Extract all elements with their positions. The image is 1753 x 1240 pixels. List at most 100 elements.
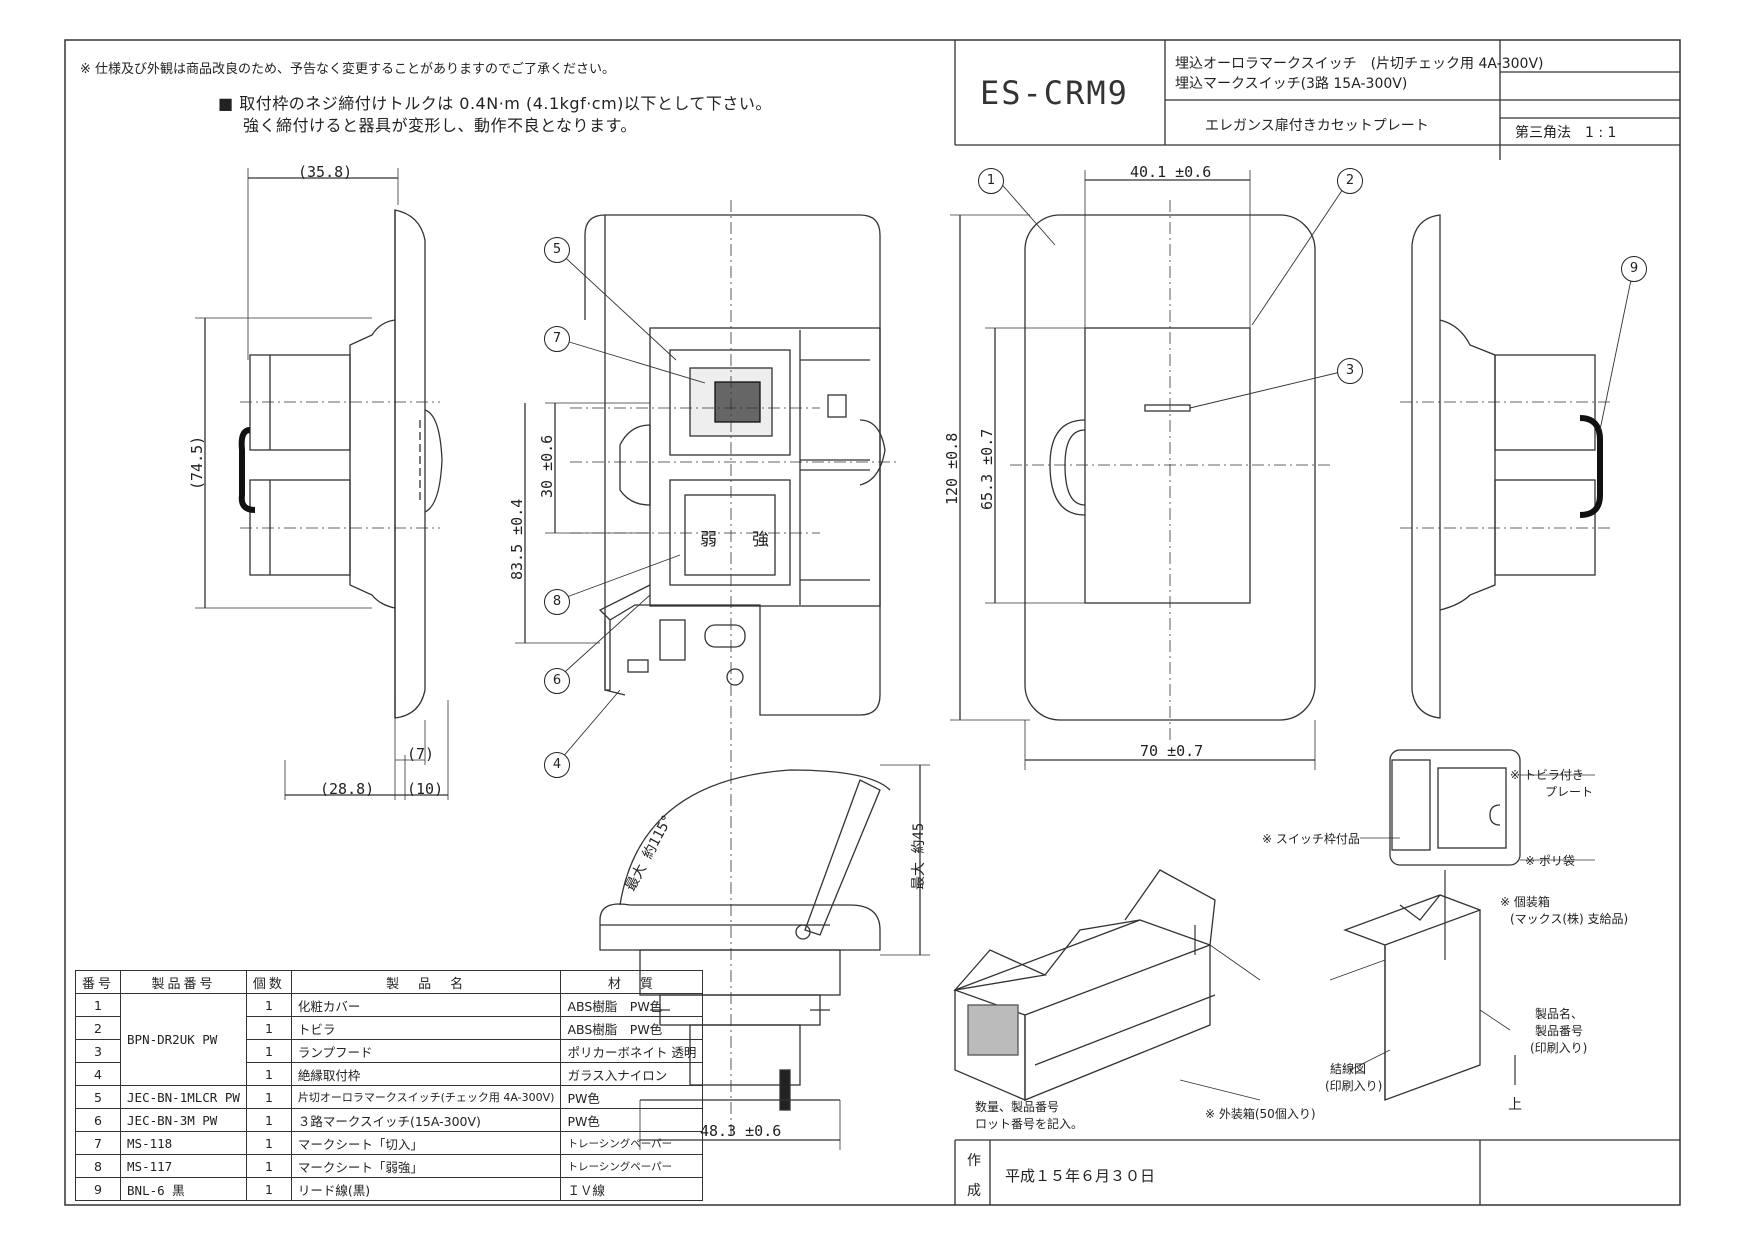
row-part-number: MS-117 — [120, 1154, 247, 1178]
row-number: 3 — [74, 1039, 122, 1063]
header-number: 番号 — [74, 970, 122, 994]
wiring-note-1: 結線図 — [1330, 1062, 1367, 1076]
row-quantity: 1 — [245, 1062, 292, 1086]
balloon-6: 6 — [544, 668, 570, 694]
row-quantity: 1 — [245, 1039, 292, 1063]
product-name-note-3: (印刷入り) — [1530, 1041, 1588, 1055]
creation-date: 平成１５年６月３０日 — [1005, 1167, 1156, 1185]
row-quantity: 1 — [245, 993, 292, 1017]
individual-box-note-2: (マックス(株) 支給品) — [1510, 912, 1629, 926]
front-view-closed — [950, 170, 1350, 770]
row-number: 6 — [74, 1108, 122, 1132]
row-part-number: BNL-6 黒 — [120, 1177, 247, 1201]
front-view-open — [515, 200, 900, 1140]
row-product-name: トビラ — [290, 1016, 562, 1040]
plate-note-2: プレート — [1545, 785, 1594, 799]
made-label-1: 作 — [967, 1153, 981, 1169]
row-product-name: ３路マークスイッチ(15A-300V) — [290, 1108, 562, 1132]
balloon-2: 2 — [1337, 168, 1363, 194]
row-product-name: 絶縁取付枠 — [290, 1062, 562, 1086]
torque-note-line2: 強く締付けると器具が変形し、動作不良となります。 — [243, 116, 637, 135]
row-quantity: 1 — [245, 1131, 292, 1155]
wiring-note-2: (印刷入り) — [1325, 1079, 1383, 1093]
table-row: 4 1 絶縁取付枠 ガラス入ナイロン — [74, 1062, 704, 1086]
header-material: 材 質 — [560, 970, 704, 994]
header-product-name: 製 品 名 — [290, 970, 562, 994]
disclaimer-note: ※ 仕様及び外観は商品改良のため、予告なく変更することがありますのでご了承くださ… — [80, 62, 616, 77]
row-quantity: 1 — [245, 1108, 292, 1132]
model-number: ES-CRM9 — [980, 74, 1129, 112]
table-row: 8 MS-117 1 マークシート「弱強」 トレーシングペーパー — [74, 1154, 704, 1178]
outer-box-note: ※ 外装箱(50個入り) — [1205, 1107, 1316, 1121]
product-description-1: 埋込オーロラマークスイッチ (片切チェック用 4A-300V) — [1175, 56, 1544, 72]
frame-note: ※ スイッチ枠付品 — [1262, 832, 1360, 846]
title-block-lines — [954, 40, 1680, 1205]
balloon-3: 3 — [1337, 358, 1363, 384]
row-product-name: マークシート「切入」 — [290, 1131, 562, 1155]
table-row: 6 JEC-BN-3M PW 1 ３路マークスイッチ(15A-300V) PW色 — [74, 1108, 704, 1132]
parts-table-header: 番号 製品番号 個数 製 品 名 材 質 — [74, 970, 704, 994]
torque-note-line1: ■ 取付枠のネジ締付けトルクは 0.4N·m (4.1kgf·cm)以下として下… — [218, 94, 772, 113]
table-row: 9 BNL-6 黒 1 リード線(黒) ＩＶ線 — [74, 1177, 704, 1201]
row-product-name: マークシート「弱強」 — [290, 1154, 562, 1178]
parts-table: 番号 製品番号 個数 製 品 名 材 質 1 BPN-DR2UK PW 1 化粧… — [74, 970, 704, 1201]
row-part-number: BPN-DR2UK PW — [120, 993, 247, 1086]
row-material: PW色 — [560, 1108, 704, 1132]
switch-label-weak: 弱 — [700, 530, 717, 550]
header-quantity: 個数 — [245, 970, 292, 994]
sheet-border — [64, 39, 1681, 1206]
dim-10: (10) — [407, 780, 444, 798]
plate-name: エレガンス扉付きカセットプレート — [1205, 118, 1429, 134]
row-number: 2 — [74, 1016, 122, 1040]
product-name-note-2: 製品番号 — [1535, 1024, 1584, 1038]
row-product-name: 片切オーロラマークスイッチ(チェック用 4A-300V) — [290, 1085, 562, 1109]
row-quantity: 1 — [245, 1085, 292, 1109]
balloon-9: 9 — [1621, 256, 1647, 282]
made-label-2: 成 — [967, 1183, 981, 1199]
balloon-5: 5 — [544, 237, 570, 263]
row-quantity: 1 — [245, 1154, 292, 1178]
dim-45: 最大 約45 — [911, 822, 927, 890]
individual-box-note: ※ 個装箱 — [1500, 895, 1550, 909]
up-mark: 上 — [1508, 1097, 1522, 1113]
dim-48-3: 48.3 ±0.6 — [700, 1122, 782, 1140]
switch-label-strong: 強 — [752, 530, 769, 550]
row-part-number: JEC-BN-3M PW — [120, 1108, 247, 1132]
row-part-number: JEC-BN-1MLCR PW — [120, 1085, 247, 1109]
balloon-4: 4 — [544, 752, 570, 778]
row-product-name: ランプフード — [290, 1039, 562, 1063]
projection-scale: 第三角法 1 : 1 — [1515, 125, 1617, 141]
header-part-number: 製品番号 — [120, 970, 247, 994]
row-material: トレーシングペーパー — [560, 1131, 704, 1155]
balloon-1: 1 — [978, 168, 1004, 194]
bag-note: ※ ポリ袋 — [1525, 854, 1575, 868]
row-number: 8 — [74, 1154, 122, 1178]
dim-70: 70 ±0.7 — [1140, 742, 1204, 760]
side-view-left — [195, 168, 449, 800]
dim-65-3: 65.3 ±0.7 — [978, 428, 996, 510]
row-material: PW色 — [560, 1085, 704, 1109]
dim-83-5: 83.5 ±0.4 — [508, 498, 526, 580]
table-row: 7 MS-118 1 マークシート「切入」 トレーシングペーパー — [74, 1131, 704, 1155]
row-material: ポリカーボネイト 透明 — [560, 1039, 704, 1063]
product-name-note-1: 製品名、 — [1535, 1007, 1584, 1021]
row-part-number: MS-118 — [120, 1131, 247, 1155]
row-number: 5 — [74, 1085, 122, 1109]
row-material: ＩＶ線 — [560, 1177, 704, 1201]
dim-35-8: (35.8) — [298, 163, 353, 181]
row-number: 9 — [74, 1177, 122, 1201]
dim-40-1: 40.1 ±0.6 — [1130, 163, 1212, 181]
dim-28-8: (28.8) — [320, 780, 375, 798]
balloon-7: 7 — [544, 326, 570, 352]
plate-note: ※ トビラ付き — [1510, 768, 1584, 782]
table-row: 5 JEC-BN-1MLCR PW 1 片切オーロラマークスイッチ(チェック用 … — [74, 1085, 704, 1109]
dim-120: 120 ±0.8 — [943, 432, 961, 505]
row-material: ガラス入ナイロン — [560, 1062, 704, 1086]
packaging-sketch — [953, 749, 1595, 1101]
row-material: ABS樹脂 PW色 — [560, 993, 704, 1017]
row-product-name: 化粧カバー — [290, 993, 562, 1017]
row-material: トレーシングペーパー — [560, 1154, 704, 1178]
dim-74-5: (74.5) — [188, 435, 206, 490]
dim-7: (7) — [407, 745, 435, 763]
